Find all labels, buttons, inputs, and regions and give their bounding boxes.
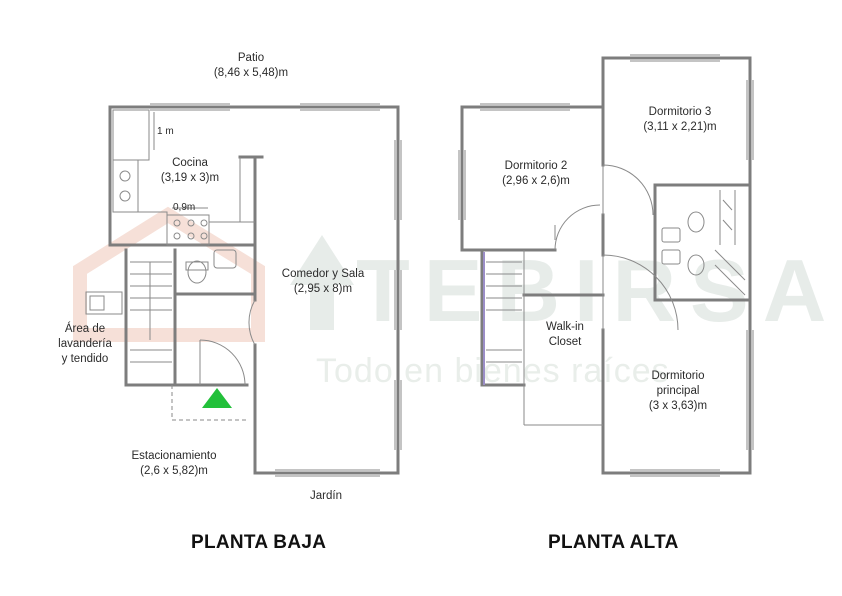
watermark-arrow-icon: [290, 235, 354, 330]
planta-baja-title: PLANTA BAJA: [191, 532, 327, 553]
dormitorio2-size: (2,96 x 2,6)m: [502, 175, 570, 187]
patio-name: Patio: [237, 52, 265, 64]
dormitorio3-size: (3,11 x 2,21)m: [643, 121, 717, 133]
estacionamiento-size: (2,6 x 5,82)m: [140, 465, 208, 477]
principal-name: Dormitorio: [651, 370, 705, 382]
walkin-line2: Closet: [548, 336, 582, 348]
dim-09m: 0,9m: [173, 202, 196, 213]
principal-label: Dormitorio principal (3 x 3,63)m: [628, 369, 728, 414]
watermark-house-icon: [73, 206, 265, 342]
comedor-size: (2,95 x 8)m: [293, 283, 353, 295]
patio-size: (8,46 x 5,48)m: [213, 67, 289, 79]
cocina-label: Cocina (3,19 x 3)m: [145, 156, 235, 186]
lavanderia-line2: lavandería: [58, 338, 112, 350]
planta-alta-walls: [460, 56, 752, 475]
fridge-outline: [112, 109, 150, 161]
principal-name2: principal: [656, 385, 700, 397]
comedor-name: Comedor y Sala: [281, 268, 365, 280]
walkin-line1: Walk-in: [546, 321, 584, 333]
comedor-label: Comedor y Sala (2,95 x 8)m: [266, 267, 380, 297]
lavanderia-line3: y tendido: [61, 353, 109, 365]
planta-baja-walls: [108, 105, 400, 475]
lavanderia-line1: Área de: [64, 323, 106, 335]
estacionamiento-label: Estacionamiento (2,6 x 5,82)m: [124, 449, 224, 479]
laundry-sink-outline: [85, 291, 123, 315]
planta-alta-title: PLANTA ALTA: [548, 532, 679, 553]
sink-outline: [112, 159, 139, 213]
cocina-size: (3,19 x 3)m: [160, 172, 220, 184]
jardin-label: Jardín: [310, 490, 342, 502]
estacionamiento-name: Estacionamiento: [131, 450, 217, 462]
principal-size: (3 x 3,63)m: [648, 400, 708, 412]
cocina-name: Cocina: [172, 157, 208, 169]
walkin-label: Walk-in Closet: [530, 320, 600, 350]
entrance-marker-icon: [202, 388, 232, 408]
lavanderia-label: Área de lavandería y tendido: [50, 322, 120, 367]
dormitorio3-label: Dormitorio 3 (3,11 x 2,21)m: [630, 105, 730, 135]
dormitorio2-name: Dormitorio 2: [504, 160, 568, 172]
dormitorio2-label: Dormitorio 2 (2,96 x 2,6)m: [486, 159, 586, 189]
stove-outline: [166, 214, 210, 246]
watermark-brand: TEBIRSA: [356, 241, 841, 340]
patio-label: Patio (8,46 x 5,48)m: [196, 51, 306, 81]
dim-1m: 1 m: [157, 126, 174, 137]
dormitorio3-name: Dormitorio 3: [648, 106, 712, 118]
